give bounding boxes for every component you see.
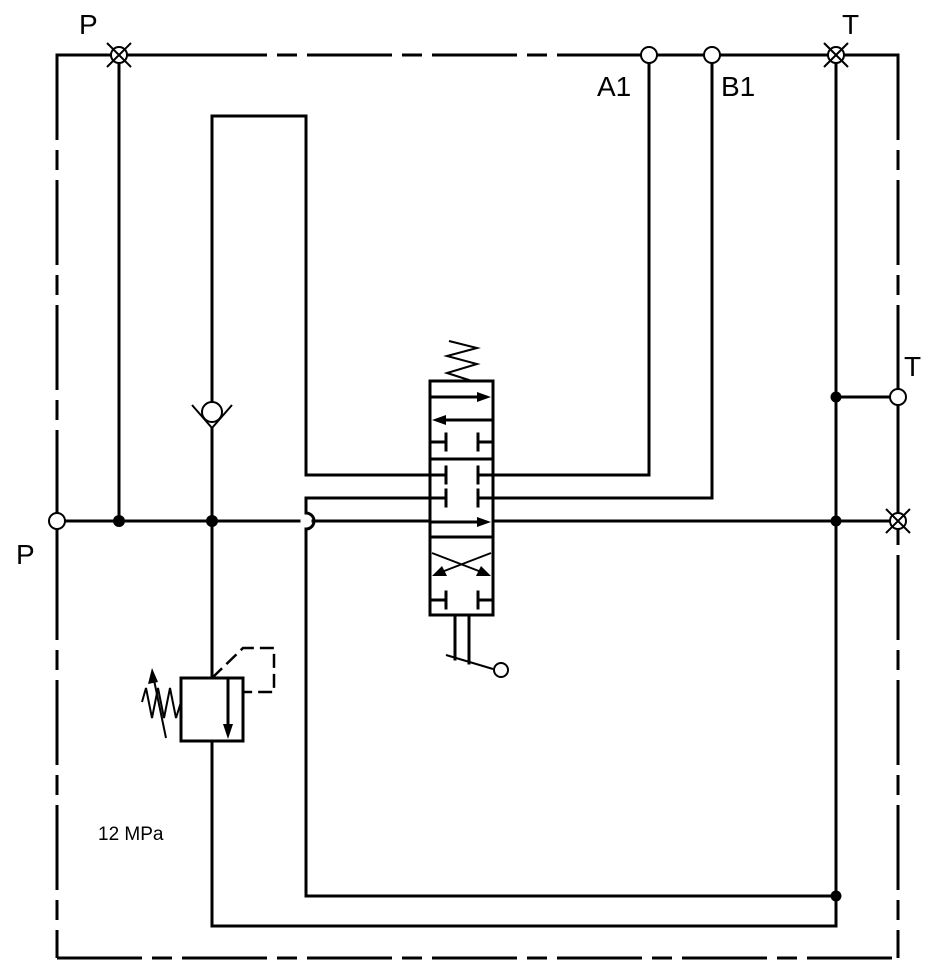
label-a1: A1 [597,71,631,102]
junction-dot [113,515,125,527]
junctions [113,391,842,902]
spring-icon [443,340,481,382]
junction-dot [206,515,218,527]
label-t-top: T [842,9,859,40]
boundary-enclosure [55,53,900,960]
return-lines [210,496,838,928]
lever-knob[interactable] [493,662,509,678]
port-t-right [889,388,907,406]
plugged-port-right [885,508,911,534]
plugged-port-p-top [106,42,132,68]
port-b1 [703,46,721,64]
junction-dot [830,890,842,902]
check-valve [191,401,233,430]
port-p-left [48,512,66,530]
adjustable-spring-icon [141,687,182,719]
label-t-right: T [904,351,921,382]
label-p-top: P [79,9,98,40]
port-a1 [640,46,658,64]
junction-dot [830,515,842,527]
junction-dot [830,391,842,403]
relief-pressure-label: 12 MPa [98,824,164,845]
b1-line [491,53,714,500]
label-p-left: P [16,539,35,570]
directional-control-valve [428,379,495,617]
manual-lever[interactable] [445,613,509,678]
a1-line [491,53,651,477]
label-b1: B1 [721,71,755,102]
pressure-relief-valve [141,646,276,743]
check-valve-branch [210,114,432,680]
plugged-port-t-top [823,42,849,68]
